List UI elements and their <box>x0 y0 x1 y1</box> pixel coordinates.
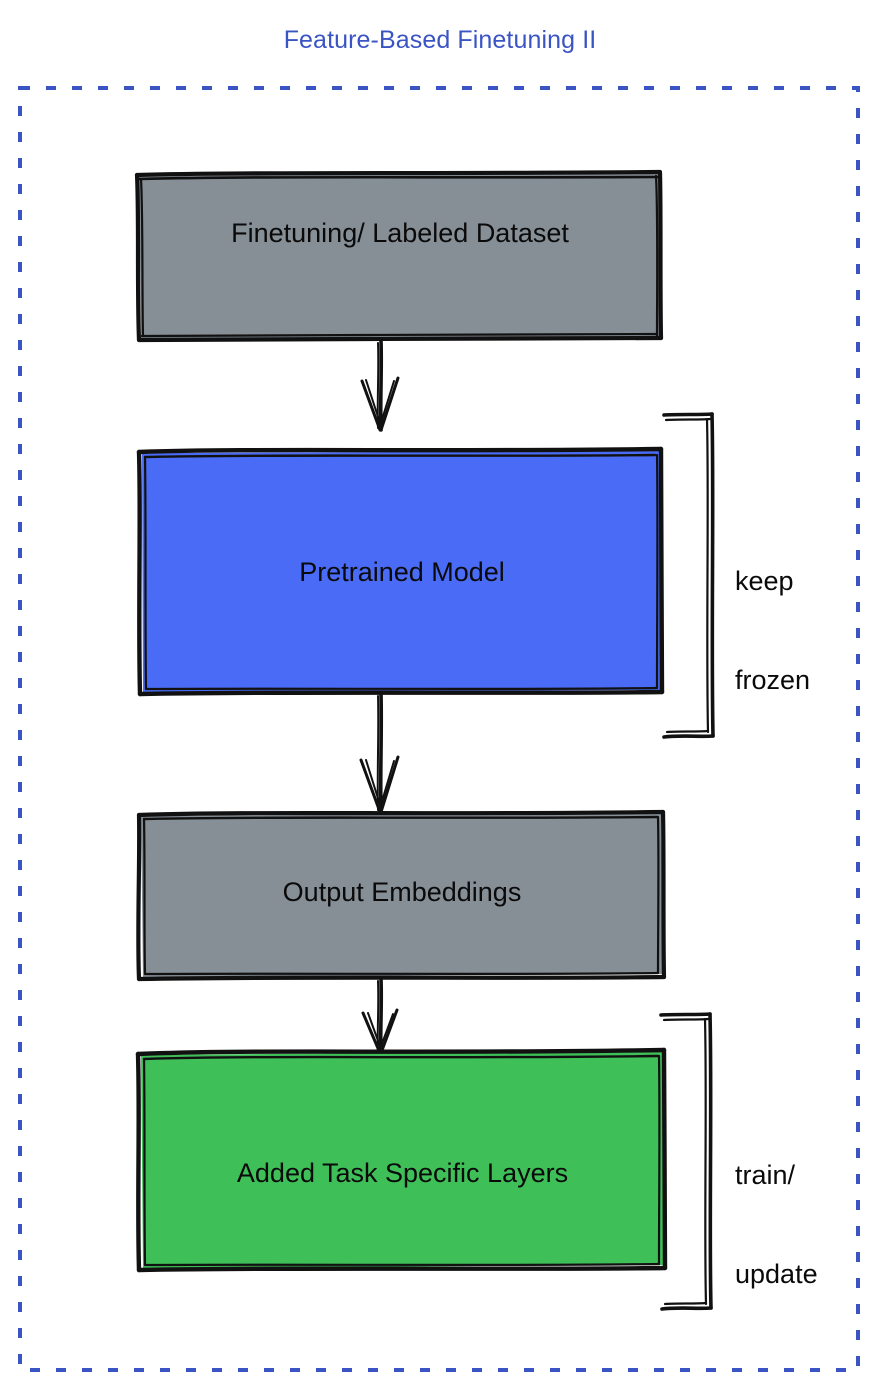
dashed-container-border <box>18 86 860 1372</box>
node-pretrained-outline-f <box>144 686 658 691</box>
arrow-embeddings-to-tasklayers <box>361 977 399 1055</box>
node-embeddings[interactable] <box>136 809 667 982</box>
annotation-train-update-line1: train/ <box>735 1159 796 1190</box>
node-tasklayers-fill <box>141 1051 664 1268</box>
node-embeddings-outline-f <box>143 971 660 976</box>
node-tasklayers-outline-c <box>661 1047 668 1271</box>
node-embeddings-outline-g <box>136 812 142 982</box>
node-label-tasklayers: Added Task Specific Layers <box>236 1158 569 1188</box>
annotation-keep-frozen-line1: keep <box>735 565 794 596</box>
node-dataset-outline-a <box>134 169 663 178</box>
node-pretrained-fill <box>142 451 661 692</box>
node-dataset-outline-b <box>137 175 660 181</box>
arrow-pretrained-to-embeddings <box>359 692 400 814</box>
node-pretrained-outline-g <box>136 449 143 697</box>
node-embeddings-outline-h <box>142 817 147 976</box>
node-dataset[interactable] <box>134 169 664 343</box>
node-tasklayers-outline-g <box>135 1051 142 1273</box>
annotation-keep-frozen-line2: frozen <box>735 664 811 695</box>
node-dataset-outline-f <box>140 332 659 338</box>
node-dataset-fill <box>139 173 661 339</box>
node-embeddings-outline-a <box>136 809 666 818</box>
bracket-train-update <box>659 1012 713 1311</box>
annotation-train-update: train/ update <box>735 1093 818 1357</box>
node-dataset-outline-d <box>654 174 659 338</box>
node-embeddings-outline-e <box>136 974 667 982</box>
node-pretrained-outline-e <box>137 689 665 697</box>
bracket-keep-frozen <box>662 412 715 739</box>
node-dataset-outline-g <box>134 172 142 343</box>
node-tasklayers-outline-e <box>136 1265 668 1273</box>
node-tasklayers-outline-b <box>142 1054 660 1061</box>
node-embeddings-outline-c <box>660 809 667 980</box>
node-tasklayers-outline-h <box>142 1057 147 1267</box>
node-tasklayers-outline-a <box>135 1047 667 1057</box>
node-label-pretrained: Pretrained Model <box>299 557 505 587</box>
node-label-embeddings: Output Embeddings <box>282 877 522 907</box>
node-embeddings-outline-b <box>142 815 659 821</box>
node-tasklayers-outline-f <box>143 1262 661 1267</box>
annotation-keep-frozen: keep frozen <box>735 499 810 763</box>
node-dataset-outline-c <box>657 170 664 341</box>
node-pretrained[interactable] <box>136 446 665 697</box>
node-embeddings-fill <box>141 813 663 977</box>
node-pretrained-outline-c <box>658 446 665 695</box>
arrow-dataset-to-pretrained <box>360 339 400 432</box>
node-label-dataset: Finetuning/ Labeled Dataset <box>231 218 569 248</box>
node-tasklayers[interactable] <box>135 1047 668 1273</box>
node-pretrained-outline-h <box>143 455 148 691</box>
annotation-train-update-line2: update <box>735 1258 818 1289</box>
node-dataset-outline-e <box>136 335 664 343</box>
node-pretrained-outline-a <box>136 446 664 455</box>
page-title: Feature-Based Finetuning II <box>283 26 597 54</box>
node-dataset-outline-h <box>139 177 145 338</box>
node-pretrained-outline-b <box>143 453 657 459</box>
